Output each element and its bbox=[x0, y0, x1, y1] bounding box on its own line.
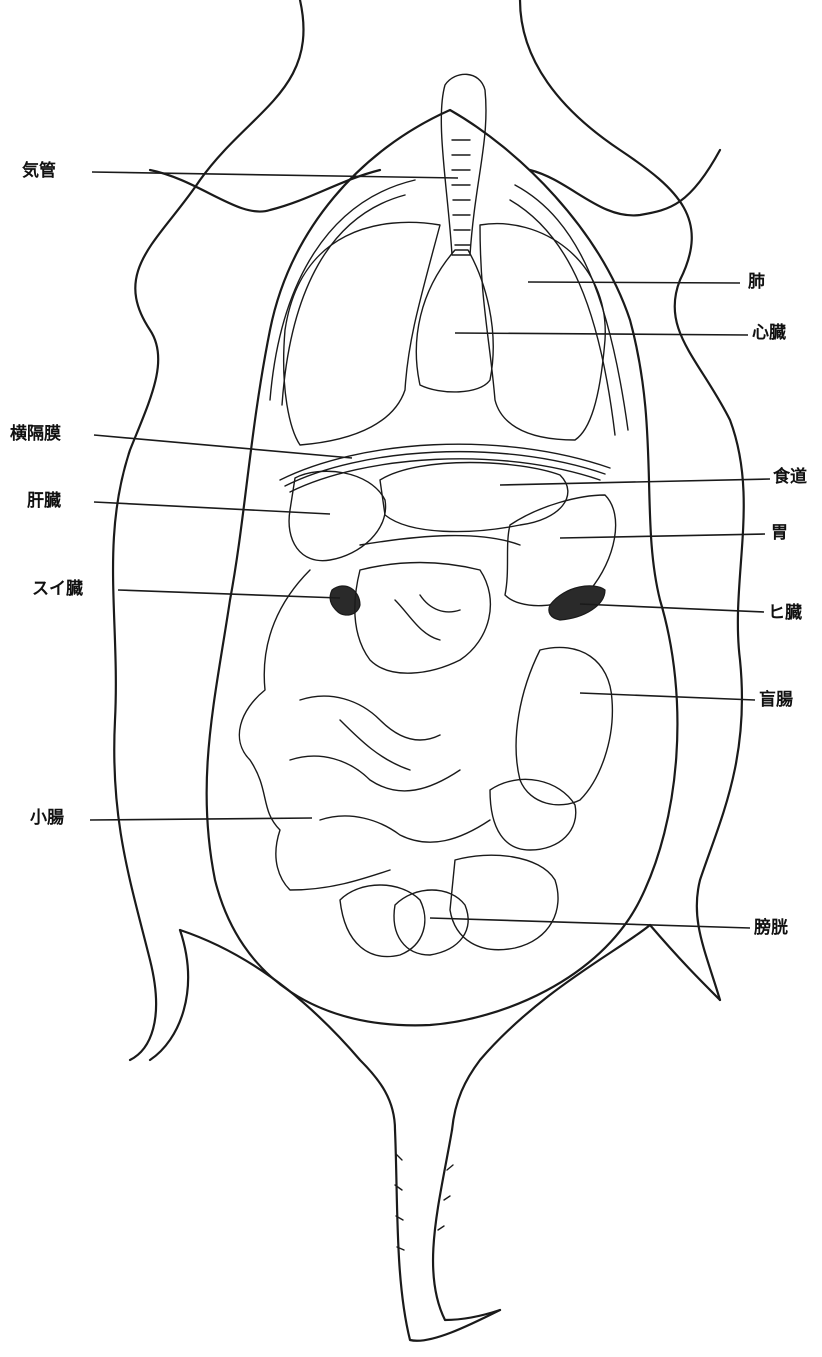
label-esophagus: 食道 bbox=[773, 467, 807, 487]
leader-esophagus bbox=[500, 479, 770, 485]
label-liver: 肝臓 bbox=[27, 491, 61, 511]
label-trachea: 気管 bbox=[22, 161, 56, 181]
leader-heart bbox=[455, 333, 748, 335]
label-small-intestine: 小腸 bbox=[30, 808, 64, 828]
trachea bbox=[441, 74, 486, 255]
bladder-region bbox=[340, 779, 576, 956]
leader-pancreas bbox=[118, 590, 340, 598]
leader-liver bbox=[94, 502, 330, 514]
leader-diaphragm bbox=[94, 435, 352, 458]
leader-spleen bbox=[580, 604, 764, 612]
leader-cecum bbox=[580, 693, 755, 700]
bladder bbox=[394, 890, 468, 955]
intestines bbox=[239, 563, 490, 891]
label-lung: 肺 bbox=[748, 272, 765, 292]
body-cavity bbox=[207, 110, 678, 1025]
label-diaphragm: 横隔膜 bbox=[10, 424, 61, 444]
liver bbox=[289, 463, 568, 561]
cecum bbox=[516, 647, 612, 804]
leader-small-intestine bbox=[90, 818, 312, 820]
label-spleen: ヒ臓 bbox=[768, 603, 802, 623]
label-pancreas: スイ臓 bbox=[32, 579, 83, 599]
leader-trachea bbox=[92, 172, 458, 178]
label-bladder: 膀胱 bbox=[754, 918, 788, 938]
label-cecum: 盲腸 bbox=[759, 690, 793, 710]
spleen bbox=[549, 586, 605, 620]
label-stomach: 胃 bbox=[771, 523, 788, 543]
leader-bladder bbox=[430, 918, 750, 928]
body-outline bbox=[113, 0, 744, 1130]
label-heart: 心臓 bbox=[752, 323, 786, 343]
diaphragm bbox=[280, 444, 610, 492]
tail bbox=[395, 1130, 500, 1341]
leader-lung bbox=[528, 282, 740, 283]
leader-stomach bbox=[560, 534, 765, 538]
